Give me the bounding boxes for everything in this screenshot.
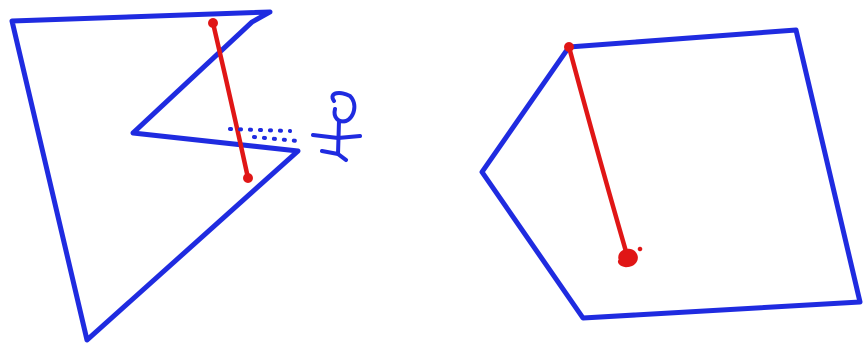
convex-polygon-outline [482,30,860,318]
convex-segment [569,47,627,255]
observer-leg-left [322,151,338,154]
nonconvex-figure [12,12,360,340]
nonconvex-segment-endpoint-top [209,19,218,28]
convex-figure [482,30,860,318]
nonconvex-segment-endpoint-bottom [244,174,253,183]
nonconvex-polygon-outline [12,12,298,340]
observer-arm-right [338,136,360,138]
observer-figure [313,93,360,160]
observer-arm-left [313,135,338,138]
nonconvex-segment [213,23,248,178]
convex-segment-endpoint-top [565,43,574,52]
observer-head [332,93,354,121]
observer-leg-right [338,154,346,160]
convex-segment-endpoint-dot [638,247,642,251]
convex-segment-endpoint-bottom [619,250,636,266]
